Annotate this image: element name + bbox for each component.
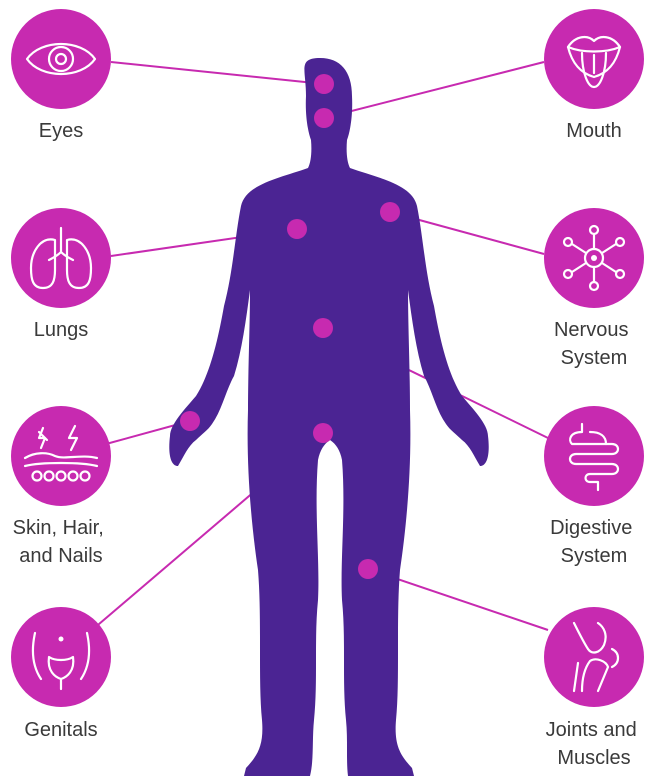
nervous-system-node[interactable] <box>544 208 644 308</box>
label-lungs: Lungs <box>34 319 89 341</box>
target-dot-digestive <box>313 318 333 338</box>
target-dot-skin <box>180 411 200 431</box>
genitals-circle <box>11 607 111 707</box>
label-genitals: Genitals <box>24 719 97 741</box>
mouth-node[interactable] <box>544 9 644 109</box>
connector-eyes <box>111 62 324 84</box>
target-dot-genitals <box>313 423 333 443</box>
digestive-system-circle <box>544 406 644 506</box>
label-joints-muscles: Joints and Muscles <box>546 719 643 769</box>
label-skin-hair-nails: Skin, Hair, and Nails <box>13 517 110 567</box>
human-body-silhouette <box>169 58 488 776</box>
target-dot-lungs <box>287 219 307 239</box>
digestive-system-node[interactable] <box>544 406 644 506</box>
lungs-node[interactable] <box>11 208 111 308</box>
target-dot-nervous <box>380 202 400 222</box>
eyes-node[interactable] <box>11 9 111 109</box>
joints-muscles-node[interactable] <box>544 607 644 707</box>
lungs-circle <box>11 208 111 308</box>
target-dot-eyes <box>314 74 334 94</box>
joints-muscles-circle <box>544 607 644 707</box>
connector-mouth <box>324 62 544 118</box>
label-eyes: Eyes <box>39 120 83 142</box>
genitals-node[interactable] <box>11 607 111 707</box>
target-dot-mouth <box>314 108 334 128</box>
label-nervous-system: Nervous System <box>554 319 634 369</box>
target-dot-joints <box>358 559 378 579</box>
label-digestive-system: Digestive System <box>550 517 638 567</box>
skin-node[interactable] <box>11 406 111 506</box>
label-mouth: Mouth <box>566 120 622 142</box>
skin-circle <box>11 406 111 506</box>
